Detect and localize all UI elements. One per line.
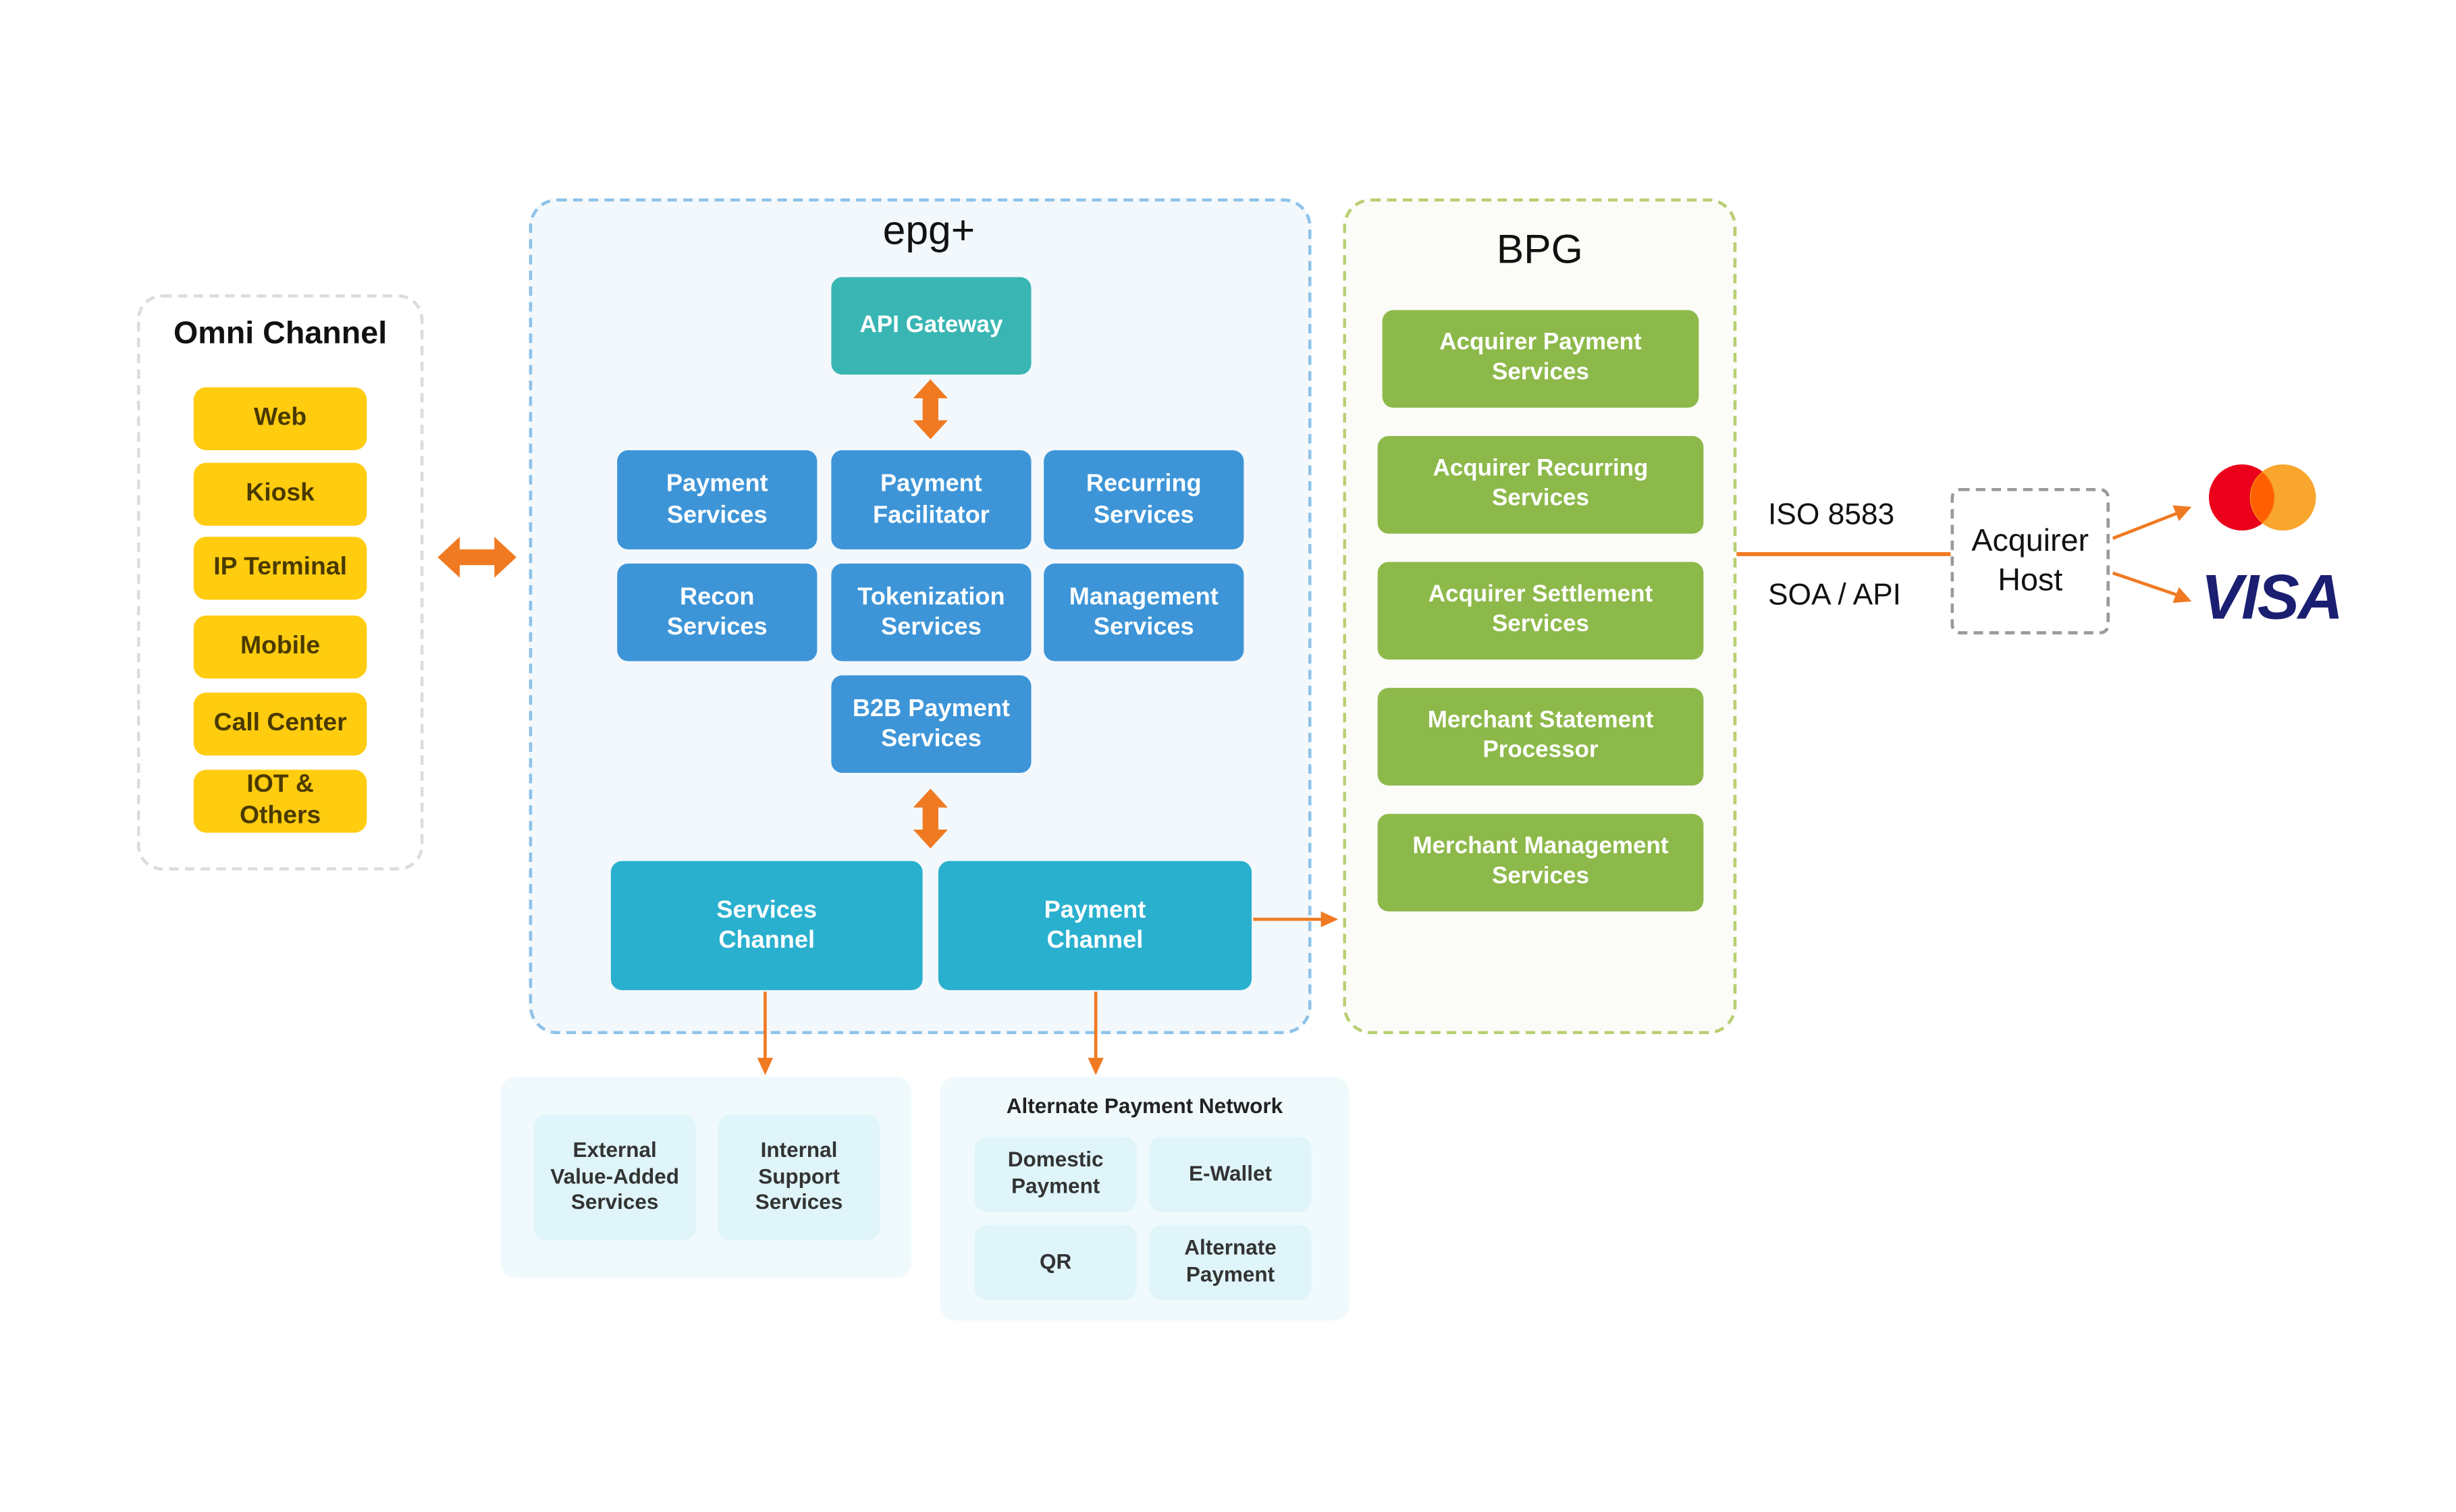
host-visa-arrowhead: [2172, 587, 2192, 603]
channel-web: Web: [193, 387, 367, 450]
internal-support-box: Internal Support Services: [718, 1114, 880, 1241]
alt-payment-network-title: Alternate Payment Network: [1006, 1094, 1283, 1118]
protocol-soa-label: SOA / API: [1767, 579, 1902, 613]
payment-channel-box: Payment Channel: [938, 861, 1252, 990]
channel-kiosk: Kiosk: [193, 462, 367, 526]
recon-services-box: Recon Services: [617, 563, 818, 662]
host-mastercard-arrowhead: [2172, 505, 2192, 521]
protocol-iso-label: ISO 8583: [1767, 499, 1895, 533]
bpg-title: BPG: [1496, 225, 1583, 273]
payment-to-bpg-arrowhead: [1320, 911, 1339, 927]
acquirer-host-box: [1950, 487, 2110, 634]
merchant-management-services-box: Merchant Management Services: [1377, 813, 1704, 912]
api-gateway-box: API Gateway: [831, 277, 1032, 375]
b2b-payment-services-box: B2B Payment Services: [831, 675, 1032, 774]
tokenization-services-box: Tokenization Services: [831, 563, 1032, 662]
acquirer-settlement-services-box: Acquirer Settlement Services: [1377, 562, 1704, 660]
management-services-box: Management Services: [1044, 563, 1244, 662]
payment-down-arrowhead: [1088, 1058, 1104, 1075]
visa-logo: VISA: [2201, 563, 2343, 633]
external-vas-box: External Value-Added Services: [533, 1114, 696, 1241]
mastercard-logo-icon: [2208, 464, 2316, 531]
channel-call-center: Call Center: [193, 693, 367, 756]
services-down-arrowhead: [757, 1058, 774, 1075]
merchant-statement-processor-box: Merchant Statement Processor: [1377, 688, 1704, 786]
acquirer-payment-services-box: Acquirer Payment Services: [1382, 310, 1699, 408]
domestic-payment-box: Domestic Payment: [974, 1136, 1137, 1212]
acquirer-host-label: Acquirer Host: [1971, 524, 2089, 599]
omni-channel-title: Omni Channel: [173, 316, 388, 352]
channel-iot-others: IOT & Others: [193, 770, 367, 833]
e-wallet-box: E-Wallet: [1149, 1136, 1312, 1212]
payment-facilitator-box: Payment Facilitator: [831, 450, 1032, 549]
payment-services-box: Payment Services: [617, 450, 818, 549]
host-mastercard-line: [2112, 512, 2179, 540]
epg-title: epg+: [882, 206, 976, 254]
channel-ip-terminal: IP Terminal: [193, 537, 367, 600]
alternate-payment-box: Alternate Payment: [1149, 1224, 1312, 1301]
services-channel-box: Services Channel: [610, 861, 923, 990]
recurring-services-box: Recurring Services: [1044, 450, 1244, 549]
omni-epg-double-arrow: [437, 537, 516, 578]
host-visa-line: [2112, 571, 2179, 597]
channel-mobile: Mobile: [193, 615, 367, 679]
acquirer-recurring-services-box: Acquirer Recurring Services: [1377, 435, 1704, 534]
qr-box: QR: [974, 1224, 1137, 1301]
